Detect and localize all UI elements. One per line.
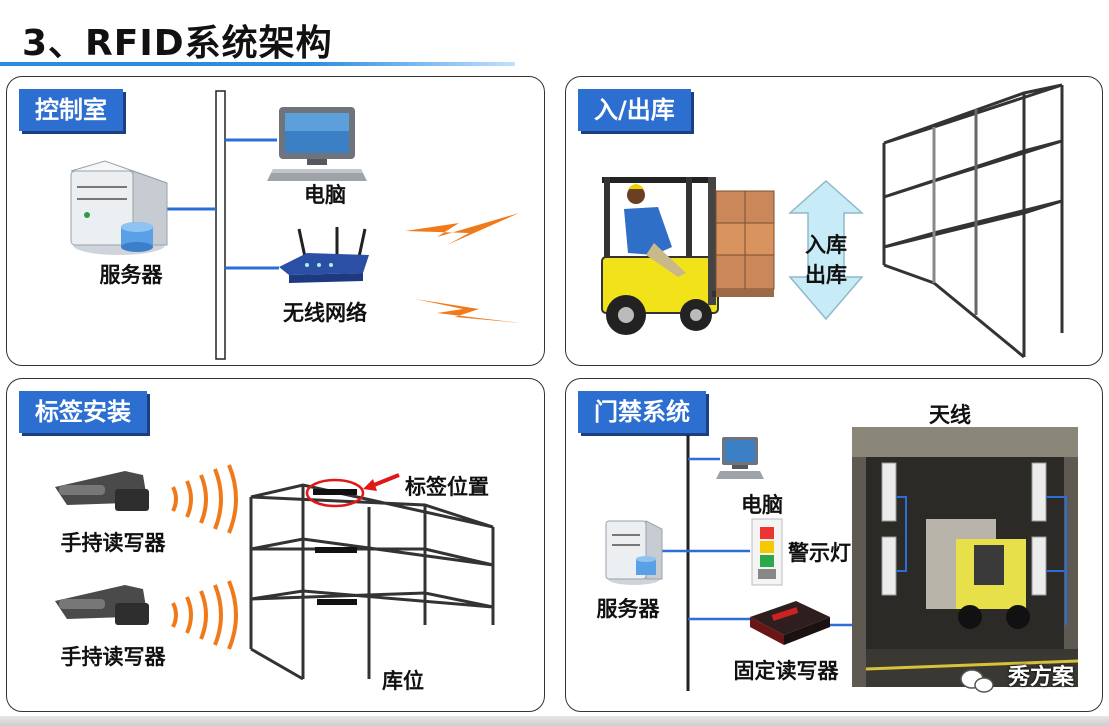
server-label: 服务器 bbox=[99, 263, 163, 287]
footer-bar bbox=[0, 716, 1109, 726]
rack-label: 库位 bbox=[382, 669, 424, 693]
control-room-title: 控制室 bbox=[19, 89, 123, 131]
signal-bolt-upper bbox=[405, 213, 519, 245]
inout-title: 入/出库 bbox=[578, 89, 691, 131]
access-control-panel: 门禁系统 bbox=[565, 378, 1103, 712]
handheld-reader-icon-2 bbox=[55, 585, 149, 625]
inout-diagram bbox=[601, 83, 1064, 359]
server-icon bbox=[70, 160, 168, 255]
tag-position-highlight bbox=[305, 478, 365, 508]
control-room-panel: 控制室 bbox=[6, 76, 545, 366]
tag-position-label: 标签位置 bbox=[405, 475, 489, 499]
signal-waves-2 bbox=[171, 580, 238, 650]
title-underline bbox=[0, 62, 515, 66]
tag-install-title: 标签安装 bbox=[19, 391, 147, 433]
computer-label: 电脑 bbox=[304, 183, 346, 207]
access-server-icon bbox=[605, 520, 663, 585]
signal-bolt-lower bbox=[415, 299, 521, 323]
watermark-text: 秀方案 bbox=[1007, 665, 1074, 690]
control-room-diagram bbox=[70, 90, 521, 360]
tag-install-panel: 标签安装 bbox=[6, 378, 545, 712]
inout-double-arrow bbox=[788, 179, 864, 321]
access-computer-icon bbox=[716, 437, 764, 479]
inout-panel: 入/出库 bbox=[565, 76, 1103, 366]
storage-rack-illustration bbox=[249, 483, 495, 681]
arrow-out-label: 出库 bbox=[805, 263, 847, 287]
access-control-diagram bbox=[605, 427, 1079, 693]
alarm-light-icon bbox=[751, 518, 783, 586]
rfid-tag-strip-3 bbox=[317, 599, 357, 605]
forklift-illustration bbox=[601, 177, 775, 335]
computer-icon bbox=[267, 107, 367, 181]
rfid-tag-strip-2 bbox=[315, 547, 357, 553]
wireless-label: 无线网络 bbox=[283, 301, 367, 325]
fixed-reader-label: 固定读写器 bbox=[733, 659, 839, 683]
reader-1-label: 手持读写器 bbox=[60, 531, 166, 555]
fixed-reader-icon bbox=[750, 601, 830, 645]
access-computer-label: 电脑 bbox=[741, 493, 783, 517]
wechat-icon bbox=[960, 669, 994, 693]
access-server-label: 服务器 bbox=[596, 597, 660, 621]
signal-waves-1 bbox=[171, 464, 238, 534]
network-bus bbox=[215, 90, 226, 360]
access-control-title: 门禁系统 bbox=[578, 391, 706, 433]
arrow-in-label: 入库 bbox=[805, 233, 847, 257]
warehouse-rack-illustration bbox=[882, 83, 1064, 359]
page-title: 3、RFID系统架构 bbox=[22, 23, 333, 64]
tag-install-diagram bbox=[55, 464, 495, 681]
handheld-reader-icon-1 bbox=[55, 471, 149, 511]
rfid-tag-strip-1 bbox=[313, 489, 357, 495]
router-icon bbox=[279, 227, 369, 283]
warehouse-door-photo bbox=[852, 427, 1079, 687]
alarm-light-label: 警示灯 bbox=[788, 541, 851, 565]
reader-2-label: 手持读写器 bbox=[60, 645, 166, 669]
antenna-label: 天线 bbox=[929, 403, 971, 427]
